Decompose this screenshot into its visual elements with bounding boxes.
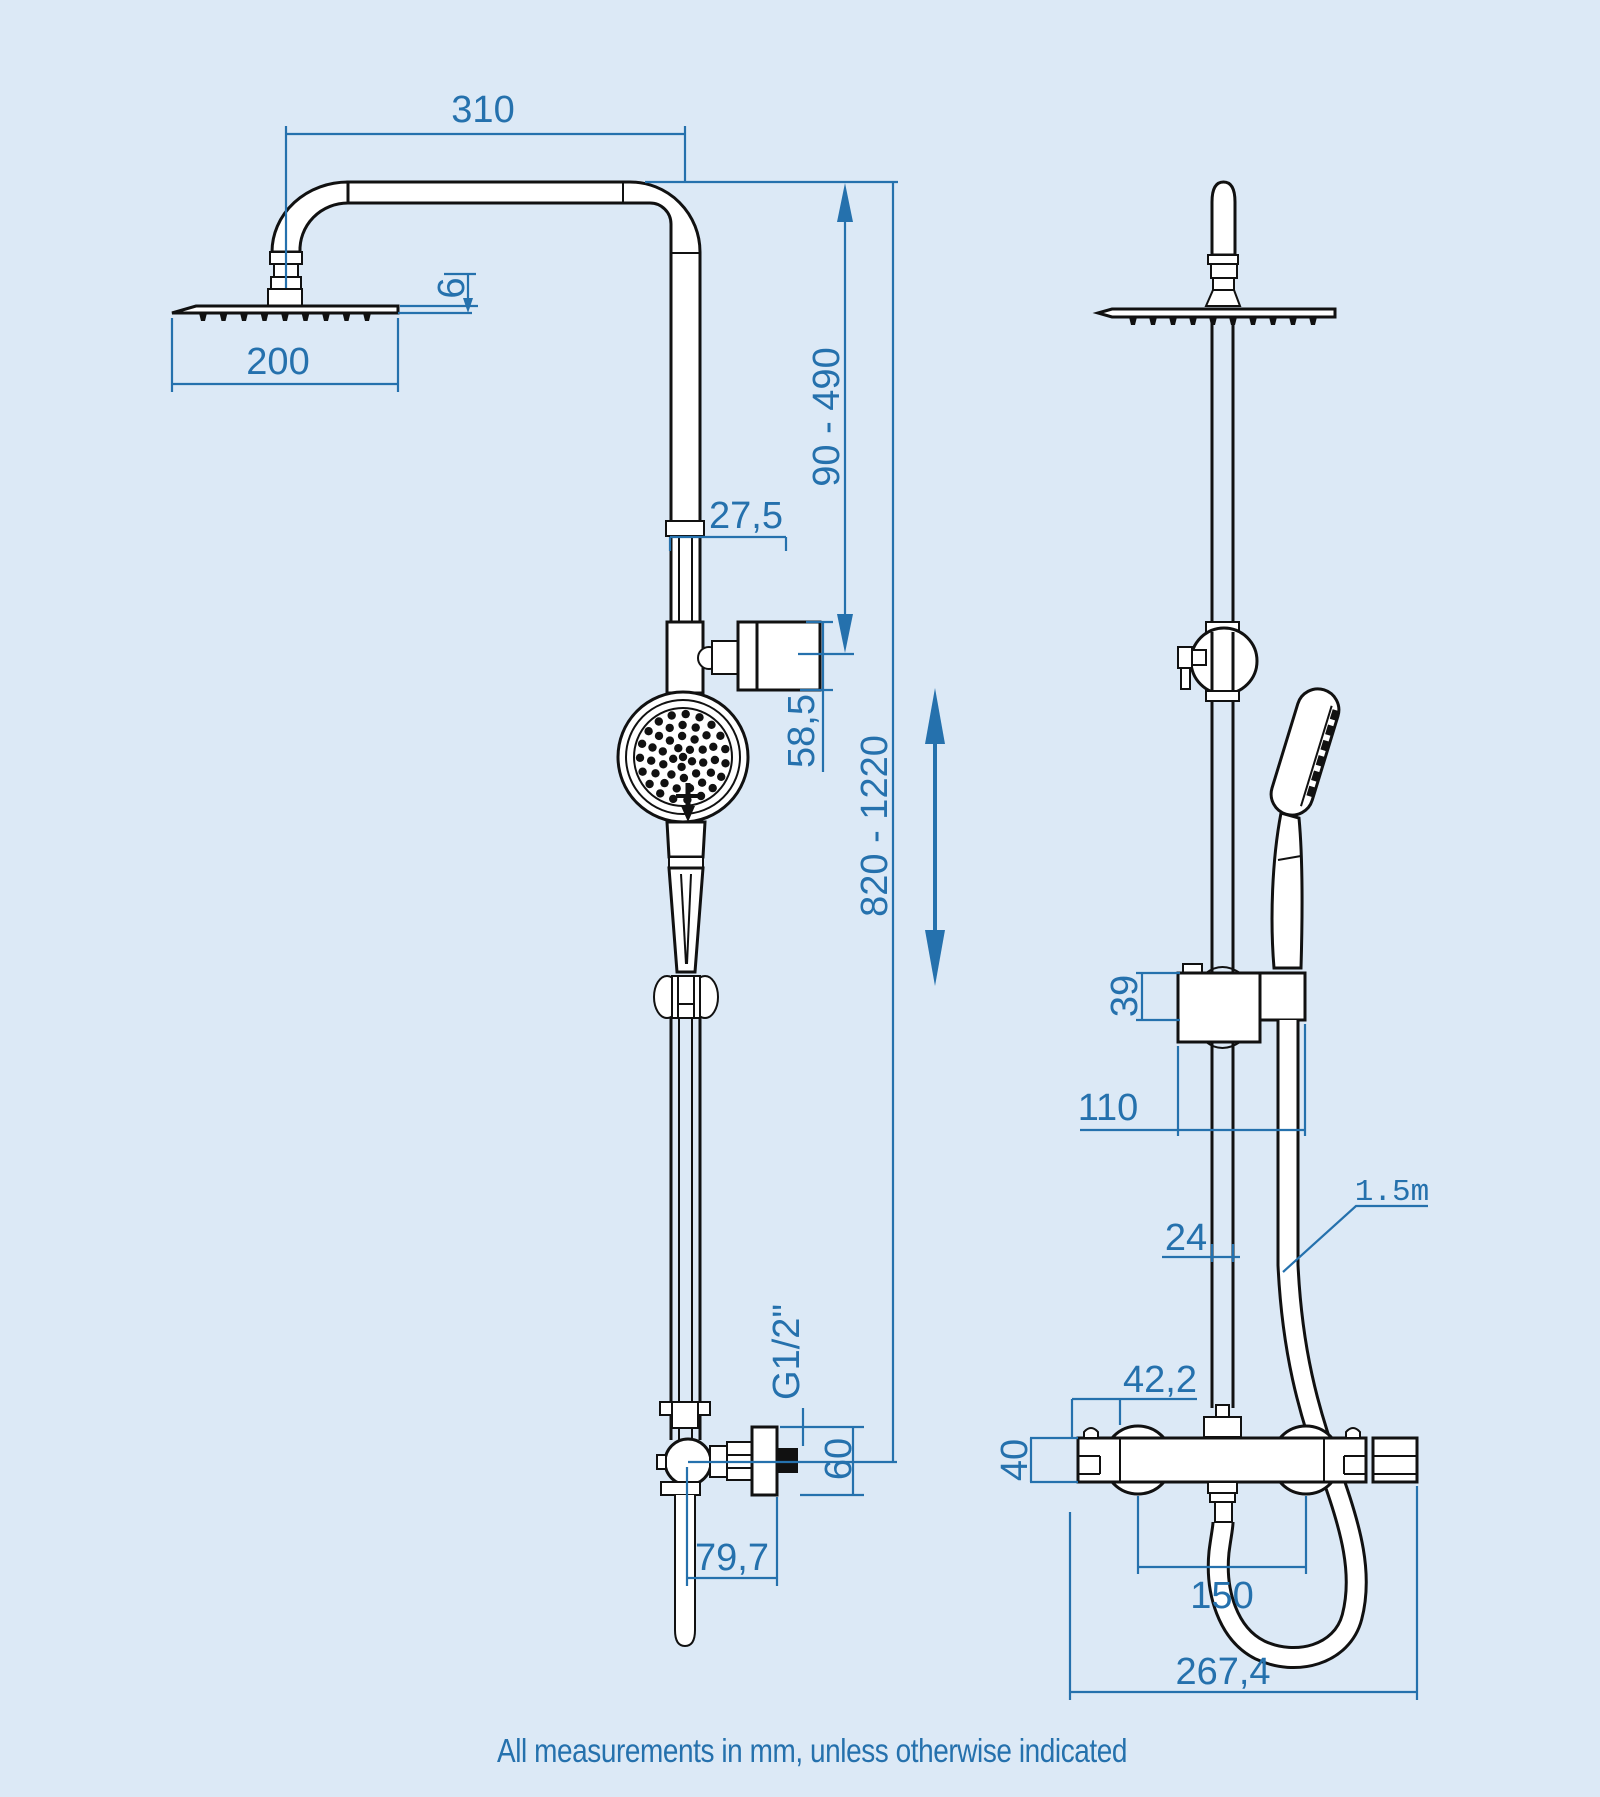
riser-union-nut [1203, 1416, 1242, 1438]
range-arrow-down [837, 614, 853, 653]
mixer-valve [1076, 1404, 1419, 1523]
side-view-dimensions: 39 110 24 1.5m 42,2 40 150 267,4 [994, 971, 1429, 1700]
dim-head-width: 200 [246, 341, 309, 383]
gooseneck-ring [1207, 254, 1239, 265]
gooseneck-nut [1210, 263, 1238, 279]
rain-head-nozzles-front [199, 313, 371, 321]
spray-dots [635, 709, 730, 804]
hand-shower-head-side [1269, 687, 1341, 817]
dim-wall-depth: 60 [818, 1438, 860, 1480]
dim-thread: G1/2" [766, 1304, 808, 1400]
dim-mixer-height: 40 [994, 1439, 1036, 1481]
range-arrow-up [837, 183, 853, 222]
valve-flange [660, 1481, 701, 1496]
dim-valve-offset: 79,7 [695, 1537, 769, 1579]
dim-holder-height: 39 [1104, 975, 1146, 1017]
diverter-lever-stem [1191, 649, 1207, 666]
mixer-body [1076, 1436, 1368, 1484]
hand-shower-handle-side [1270, 811, 1304, 970]
handle-seam [1277, 855, 1302, 861]
holder-clip [671, 975, 701, 1019]
holder-block [1176, 971, 1262, 1044]
diverter-stem [711, 640, 739, 675]
hose-outlet-tube [1214, 1501, 1233, 1523]
valve-nut [671, 1401, 699, 1429]
hand-shower-band [668, 856, 704, 869]
handle-line [686, 873, 692, 965]
hose-length-leader [1282, 1204, 1428, 1273]
gooseneck-ring [1212, 277, 1235, 291]
hand-shower-handle [667, 866, 705, 974]
hose-outlet-nut [1209, 1492, 1236, 1503]
head-connector-side [1204, 289, 1242, 307]
dim-pipe-diameter: 24 [1165, 1217, 1207, 1259]
dim-drop-range: 90 - 490 [806, 347, 848, 486]
dim-pipe-offset: 27,5 [709, 495, 783, 537]
riser-union-neck [1215, 1404, 1230, 1418]
mixer-screw [1345, 1427, 1361, 1439]
dim-holder-width: 110 [1078, 1087, 1139, 1129]
rain-head-nozzles-side [1129, 317, 1317, 325]
diverter-outlet [755, 620, 822, 692]
diverter-flange [736, 620, 759, 692]
wall-bracket [1371, 1436, 1419, 1484]
valve-tab [659, 1401, 673, 1416]
riser-coupling [665, 520, 705, 537]
measurements-note: All measurements in mm, unless otherwise… [497, 1732, 1127, 1769]
mixer-slot-right [1343, 1455, 1366, 1475]
mixer-slot-left [1078, 1455, 1101, 1475]
hand-shower-rim [625, 699, 741, 815]
head-connector [267, 288, 303, 307]
shower-arm [346, 180, 702, 624]
dim-inlet-centres: 150 [1190, 1575, 1253, 1617]
dim-diverter-outlet: 58,5 [781, 694, 823, 768]
dim-head-thickness: 6 [431, 277, 473, 298]
diverter-lever [1177, 646, 1193, 669]
label-hose-length: 1.5m [1355, 1175, 1429, 1210]
dim-arm-length: 310 [451, 89, 514, 131]
dim-mixer-offset: 42,2 [1123, 1359, 1197, 1401]
hand-shower-neck [665, 820, 707, 859]
handle-line [680, 873, 687, 965]
mixer-screw [1083, 1427, 1099, 1439]
arm-elbow [270, 180, 350, 254]
rain-head [171, 304, 400, 315]
wall-thread [777, 1448, 798, 1473]
spray-direction-arrowhead [681, 806, 695, 822]
dim-riser-range: 820 - 1220 [854, 735, 896, 917]
valve-drop-tube [674, 1495, 696, 1648]
gooseneck [1210, 180, 1237, 257]
holder-top-bump [1205, 966, 1241, 974]
valve-tab [697, 1401, 711, 1416]
adjustable-range-arrow [925, 688, 945, 986]
rain-head-side [1092, 307, 1337, 319]
front-view-dimensions: 310 6 200 27,5 90 - 490 58,5 820 - 1220 [170, 89, 945, 1586]
hose-outlet-flange [1207, 1481, 1238, 1494]
diverter-collar [1205, 690, 1240, 702]
dim-overall-width: 267,4 [1175, 1651, 1270, 1693]
shower-hose [1206, 1020, 1368, 1669]
holder-clamp [1258, 971, 1307, 1022]
side-view-drawing [1076, 180, 1419, 1669]
holder-bottom-bump [1205, 1041, 1241, 1049]
valve-left-tab [656, 1454, 667, 1470]
diverter-lever-tab [1180, 667, 1191, 690]
front-view-drawing [171, 180, 822, 1648]
